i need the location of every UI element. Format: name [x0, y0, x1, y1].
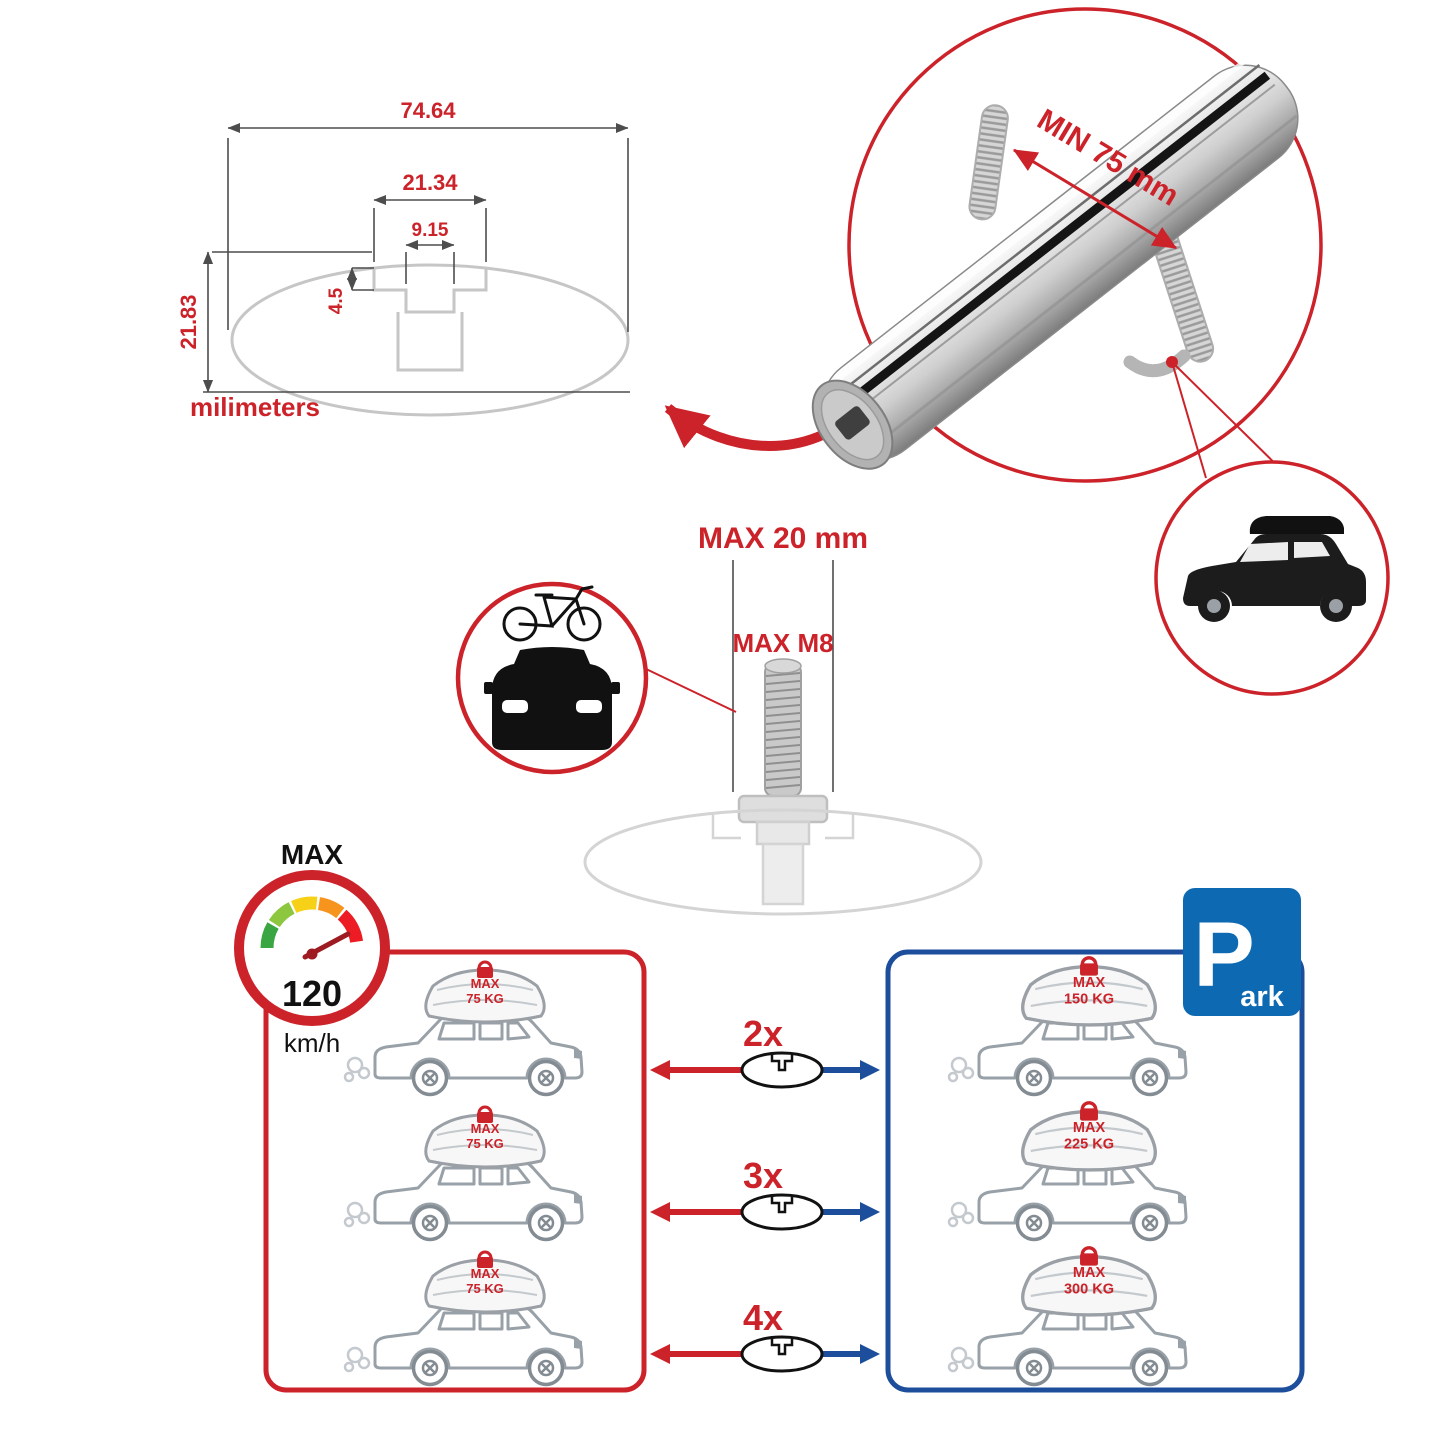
bolt-max-thread-label: MAX M8: [732, 628, 833, 658]
callout-line: [1171, 361, 1207, 479]
bicycle-icon: [502, 585, 602, 642]
speed-unit: km/h: [284, 1028, 340, 1058]
cargo-limit-line2: 150 KG: [1064, 992, 1114, 1008]
suv-roofbox-callout: [1154, 460, 1390, 696]
roof-box-icon: [1249, 516, 1344, 534]
crossbar-cross-section: [230, 263, 630, 417]
right-arrow-icon: [860, 1344, 880, 1364]
park-panel-car-2: MAX 225 KG: [947, 1101, 1188, 1242]
cargo-limit-line2: 300 KG: [1064, 1282, 1114, 1298]
left-arrow-icon: [650, 1344, 670, 1364]
crossbar-photo-callout: MIN 75 mm: [811, 7, 1323, 483]
ghost-profile: [583, 794, 983, 916]
multiplier-row-2x: 2x: [650, 1013, 880, 1089]
parking-sign-suffix: ark: [1240, 981, 1284, 1013]
speed-panel-car-1: MAX 75 KG: [343, 960, 584, 1097]
unit-label: milimeters: [190, 392, 320, 422]
cargo-limit-line1: MAX: [1073, 1265, 1106, 1281]
cargo-limit-line1: MAX: [1073, 1120, 1106, 1136]
cargo-limit-line1: MAX: [471, 1121, 500, 1136]
dim-slot-depth: 4.5: [326, 287, 347, 314]
speed-max-label: MAX: [281, 839, 344, 870]
bolt-max-length-label: MAX 20 mm: [698, 522, 868, 555]
parking-sign-letter: P: [1193, 904, 1254, 1006]
left-arrow-icon: [650, 1202, 670, 1222]
multiplier-row-4x: 4x: [650, 1297, 880, 1373]
parking-sign: P ark: [1183, 888, 1301, 1016]
multiplier-label: 3x: [743, 1155, 783, 1196]
cargo-limit-line2: 225 KG: [1064, 1137, 1114, 1153]
multiplier-row-3x: 3x: [650, 1155, 880, 1231]
t-slot-profile: [372, 268, 488, 314]
dim-total-width: 74.64: [400, 98, 456, 123]
callout-line: [643, 667, 737, 713]
park-panel-car-1: MAX 150 KG: [947, 956, 1188, 1097]
right-arrow-icon: [860, 1202, 880, 1222]
multiplier-label: 4x: [743, 1297, 783, 1338]
clamp-strap-left: [968, 104, 1009, 221]
right-arrow-icon: [860, 1060, 880, 1080]
cargo-limit-line2: 75 KG: [466, 991, 504, 1006]
cargo-limit-line1: MAX: [471, 1266, 500, 1281]
cargo-limit-line2: 75 KG: [466, 1281, 504, 1296]
left-arrow-icon: [650, 1060, 670, 1080]
clamp-hook: [1123, 349, 1191, 378]
multiplier-label: 2x: [743, 1013, 783, 1054]
cargo-limit-line1: MAX: [1073, 975, 1106, 991]
dim-slot-outer: 21.34: [402, 170, 458, 195]
speed-panel-car-3: MAX 75 KG: [343, 1250, 584, 1387]
bolt-stud: [764, 658, 802, 797]
park-panel-car-3: MAX 300 KG: [947, 1246, 1188, 1387]
speed-value: 120: [282, 973, 342, 1014]
dim-slot-inner: 9.15: [412, 220, 449, 241]
clamp-dimension-line: [1012, 148, 1178, 250]
dimension-diagram: 74.64 21.34 9.15 4.5 21.83 milimeters: [176, 98, 630, 422]
t-slot-block: [396, 312, 464, 372]
bike-on-car-callout: [455, 581, 737, 775]
speedometer-icon: MAX 120 km/h: [234, 839, 390, 1058]
bolt-diagram: MAX 20 mm MAX M8: [583, 522, 983, 916]
car-front-icon: [484, 647, 620, 750]
dim-total-height: 21.83: [176, 294, 201, 349]
cargo-limit-line2: 75 KG: [466, 1136, 504, 1151]
speed-panel-car-2: MAX 75 KG: [343, 1105, 584, 1242]
cargo-limit-line1: MAX: [471, 976, 500, 991]
